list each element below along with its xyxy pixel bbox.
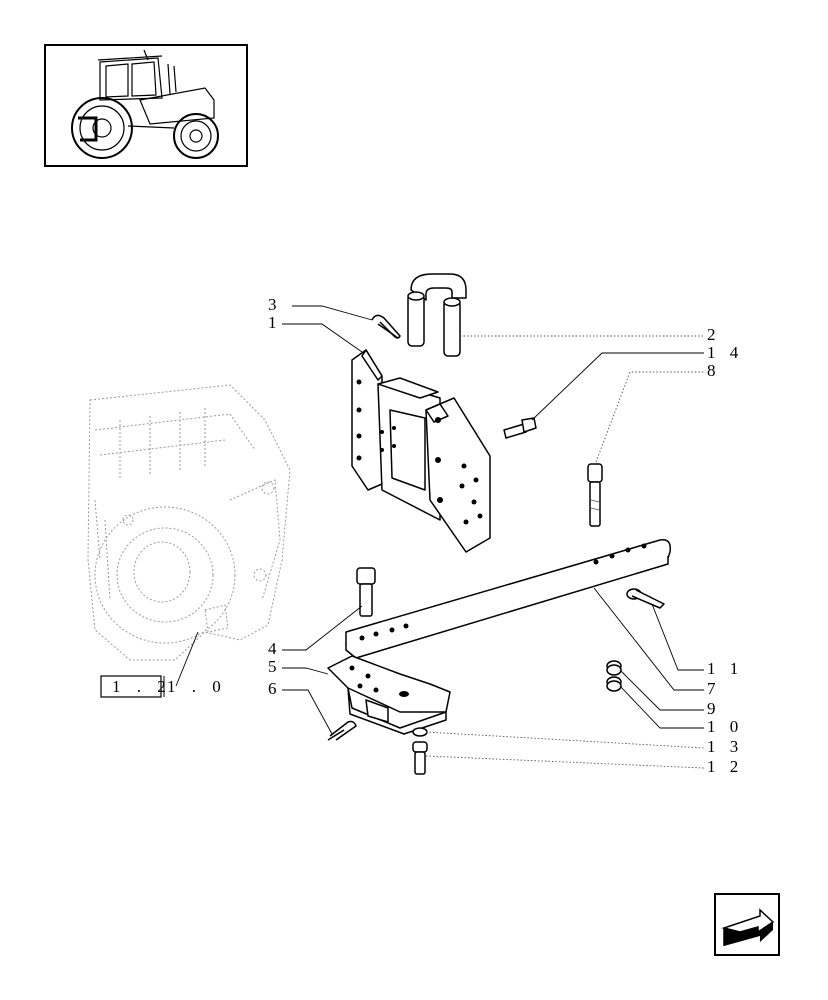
callout-4: 4 bbox=[268, 639, 282, 658]
leader-lines bbox=[175, 305, 705, 769]
previous-page-arrow-icon bbox=[721, 908, 775, 946]
callout-6: 6 bbox=[268, 679, 282, 698]
support-plate-part bbox=[327, 655, 451, 735]
lower-bolt-parts bbox=[412, 727, 428, 775]
callout-3: 3 bbox=[268, 295, 282, 314]
callout-13: 1 3 bbox=[707, 737, 743, 756]
callout-7: 7 bbox=[707, 679, 721, 698]
drawbar-pin-part bbox=[356, 567, 376, 617]
callout-2: 2 bbox=[707, 325, 721, 344]
reference-suffix: 1 . 0 bbox=[167, 677, 227, 696]
callout-9: 9 bbox=[707, 699, 721, 718]
r-clip-lower-part bbox=[327, 720, 357, 741]
callout-5: 5 bbox=[268, 657, 282, 676]
callout-11: 1 1 bbox=[707, 659, 743, 678]
clevis-pin-part bbox=[407, 273, 467, 357]
r-clip-pin-part bbox=[371, 314, 401, 339]
transmission-housing-outline bbox=[87, 384, 291, 661]
callout-1: 1 bbox=[268, 313, 282, 332]
previous-page-button[interactable] bbox=[714, 893, 780, 956]
callout-12: 1 2 bbox=[707, 757, 743, 776]
tractor-thumbnail bbox=[44, 44, 248, 167]
long-socket-bolt-part bbox=[587, 463, 603, 527]
reference-prefix: 1 . 2 bbox=[112, 677, 172, 696]
washer-parts bbox=[606, 660, 622, 692]
spring-clip-part bbox=[626, 588, 665, 609]
callout-10: 1 0 bbox=[707, 717, 743, 736]
callout-8: 8 bbox=[707, 361, 721, 380]
callout-14: 1 4 bbox=[707, 343, 743, 362]
reference-link[interactable]: 1 . 2 1 . 0 bbox=[100, 675, 227, 698]
drawbar-support-bracket-part bbox=[351, 349, 491, 553]
tractor-icon bbox=[71, 49, 219, 159]
callout-labels: 3 1 2 1 4 8 4 5 6 1 1 7 9 1 0 1 3 1 2 bbox=[268, 295, 743, 776]
swinging-drawbar-part bbox=[345, 539, 672, 659]
hex-bolt-part bbox=[503, 417, 537, 439]
